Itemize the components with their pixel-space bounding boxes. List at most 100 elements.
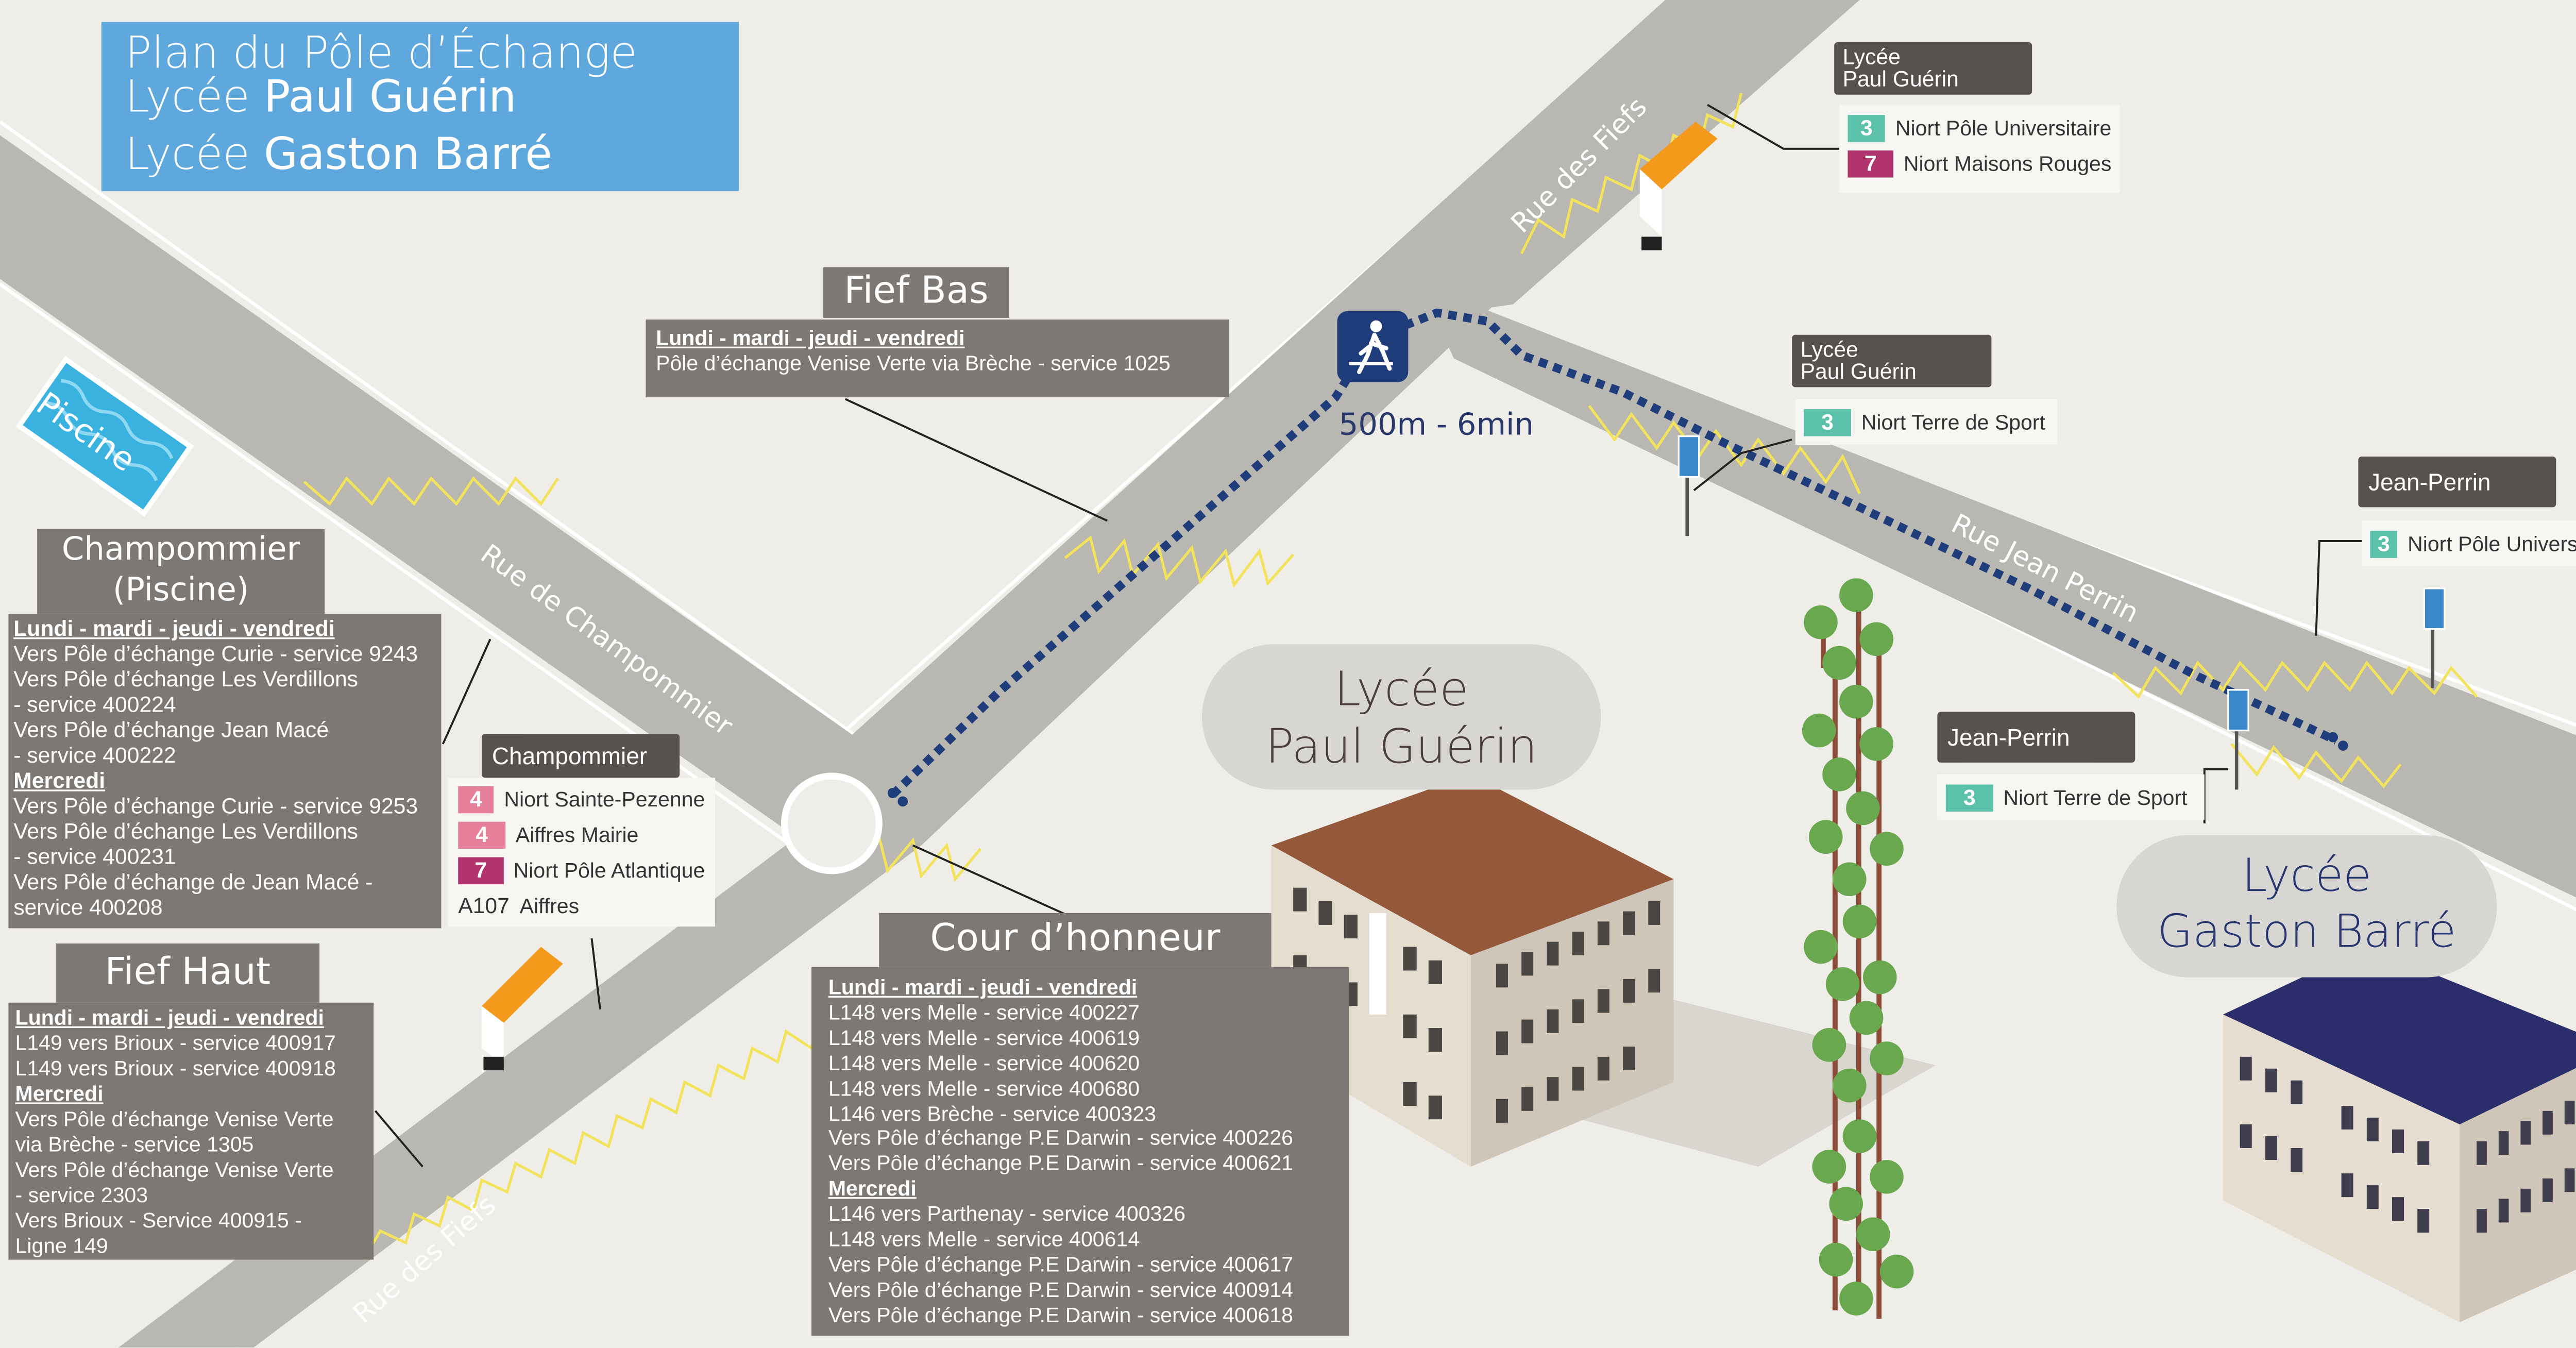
lycee-pg-top-line1: Lycée (1842, 44, 1901, 70)
fief-bas-service: Pôle d’échange Venise Verte via Brèche -… (656, 351, 1171, 376)
cp-day2: Mercredi (13, 767, 106, 793)
walk-path (889, 308, 2338, 798)
line-badge: 3 (1804, 408, 1852, 435)
lines-lycee-pg-mid: 3 Niort Terre de Sport (1795, 399, 2058, 445)
pedestrian-icon (1337, 311, 1409, 382)
line-destination: Aiffres Mairie (515, 822, 639, 847)
lycee-pg-mid-line1: Lycée (1800, 336, 1858, 362)
fh-service: Vers Brioux - Service 400915 - (15, 1209, 302, 1233)
lycee-pg-mid-line2: Paul Guérin (1800, 358, 1917, 384)
stop-name-jean-perrin-left: Jean-Perrin (1937, 712, 2136, 763)
cp-service: Vers Pôle d’échange Les Verdillons (13, 818, 359, 844)
fh-service: L149 vers Brioux - service 400917 (15, 1031, 336, 1055)
label-gb-line1: Lycée (2242, 850, 2372, 903)
fh-service: - service 2303 (15, 1183, 148, 1207)
stop-name-fief-bas: Fief Bas (823, 267, 1009, 318)
line-badge: 3 (2370, 530, 2398, 558)
lines-jean-perrin-right: 3 Niort Pôle Universitaire (2361, 520, 2576, 567)
line-row: 3 Niort Pôle Universitaire (2370, 526, 2576, 561)
ch-service: Vers Pôle d’échange P.E Darwin - service… (828, 1152, 1293, 1176)
cp-service: Vers Pôle d’échange Curie - service 9253 (13, 793, 418, 819)
cp-service: - service 400231 (13, 844, 176, 869)
line-destination: Niort Maisons Rouges (1903, 151, 2112, 175)
line-row: 7 Niort Maisons Rouges (1848, 145, 2111, 181)
walk-distance: 500m - 6min (1338, 407, 1534, 443)
line-badge: 3 (1945, 783, 1993, 811)
fh-service: Ligne 149 (15, 1234, 108, 1258)
bus-stop-poles (1677, 435, 2446, 790)
lycee-pg-top-line2: Paul Guérin (1842, 65, 1959, 92)
ch-service: Vers Pôle d’échange P.E Darwin - service… (828, 1253, 1293, 1277)
line-destination: Niort Terre de Sport (2003, 785, 2188, 810)
ch-service: Vers Pôle d’échange P.E Darwin - service… (828, 1278, 1293, 1302)
bus-shelter-top (1639, 122, 1718, 250)
tree-row (1802, 578, 1914, 1319)
cp-service: Vers Pôle d’échange Les Verdillons (13, 666, 359, 692)
title-line-2-prefix: Lycée (125, 73, 250, 124)
champommier-piscine-line1: Champommier (61, 531, 300, 568)
schedule-fief-bas: Lundi - mardi - jeudi - vendredi Pôle d’… (646, 319, 1229, 398)
stop-name-champommier-piscine: Champommier (Piscine) (37, 529, 325, 614)
schedule-champommier-piscine: Lundi - mardi - jeudi - vendredi Vers Pô… (8, 614, 442, 929)
fief-bas-day: Lundi - mardi - jeudi - vendredi (656, 326, 965, 350)
ch-service: L146 vers Parthenay - service 400326 (828, 1202, 1186, 1226)
champommier-piscine-line2: (Piscine) (113, 571, 249, 609)
line-destination: Niort Pôle Universitaire (2408, 531, 2576, 555)
gaston-barre-building (2223, 947, 2576, 1322)
line-destination: Niort Terre de Sport (1861, 410, 2045, 434)
ch-service: Vers Pôle d’échange P.E Darwin - service… (828, 1126, 1293, 1151)
line-badge: 7 (1848, 149, 1894, 177)
roundabout (781, 772, 883, 874)
title-line-1: Plan du Pôle d’Échange (125, 28, 637, 80)
stop-name-lycee-pg-top: Lycée Paul Guérin (1834, 42, 2032, 95)
fh-day1: Lundi - mardi - jeudi - vendredi (15, 1006, 324, 1030)
cp-service: Vers Pôle d’échange de Jean Macé - (13, 869, 373, 895)
cp-service: Vers Pôle d’échange Curie - service 9243 (13, 641, 418, 666)
label-gb-line2: Gaston Barré (2157, 906, 2456, 959)
ch-day1: Lundi - mardi - jeudi - vendredi (828, 975, 1138, 1000)
line-destination: Niort Pôle Universitaire (1895, 115, 2112, 140)
title-line-3-name: Gaston Barré (264, 130, 552, 181)
line-row: 3 Niort Terre de Sport (1804, 404, 2049, 440)
schedule-cour-honneur: Lundi - mardi - jeudi - vendredi L148 ve… (811, 967, 1349, 1336)
line-destination: Niort Pôle Atlantique (513, 858, 705, 882)
ch-service: L148 vers Melle - service 400620 (828, 1051, 1140, 1075)
ch-service: L148 vers Melle - service 400680 (828, 1076, 1140, 1100)
line-badge: 3 (1848, 114, 1886, 141)
label-lycee-gaston-barre: Lycée Gaston Barré (2116, 835, 2497, 978)
ch-service: L148 vers Melle - service 400227 (828, 1001, 1140, 1025)
label-lycee-paul-guerin: Lycée Paul Guérin (1202, 644, 1601, 790)
paul-guerin-building (1271, 774, 1674, 1167)
cp-service: Vers Pôle d’échange Jean Macé (13, 717, 329, 743)
bus-shelter-left (482, 947, 563, 1071)
line-row: 3 Niort Terre de Sport (1945, 780, 2196, 815)
stop-name-fief-haut: Fief Haut (56, 943, 320, 1003)
fh-service: Vers Pôle d’échange Venise Verte (15, 1107, 334, 1132)
label-pg-line1: Lycée (1334, 661, 1469, 717)
stop-name-champommier: Champommier (482, 734, 680, 778)
ch-day2: Mercredi (828, 1177, 917, 1201)
cp-service: - service 400224 (13, 692, 176, 717)
line-row: 4 Aiffres Mairie (458, 817, 705, 852)
title-line-3-prefix: Lycée (125, 130, 250, 181)
ch-service: L148 vers Melle - service 400614 (828, 1227, 1140, 1252)
title-line-2-name: Paul Guérin (264, 73, 517, 124)
cp-service: - service 400222 (13, 742, 176, 768)
line-badge: 4 (458, 785, 494, 813)
fh-service: Vers Pôle d’échange Venise Verte (15, 1158, 334, 1182)
ch-service: Vers Pôle d’échange P.E Darwin - service… (828, 1303, 1293, 1327)
title-line-3: Lycée Gaston Barré (125, 130, 552, 181)
pool-shape (15, 356, 194, 517)
schedule-fief-haut: Lundi - mardi - jeudi - vendredi L149 ve… (8, 1002, 374, 1260)
cp-day1: Lundi - mardi - jeudi - vendredi (13, 615, 335, 641)
line-row: 3 Niort Pôle Universitaire (1848, 110, 2111, 145)
fh-service: via Brèche - service 1305 (15, 1133, 254, 1157)
line-badge: 4 (458, 821, 506, 848)
lines-jean-perrin-left: 3 Niort Terre de Sport (1937, 774, 2205, 820)
